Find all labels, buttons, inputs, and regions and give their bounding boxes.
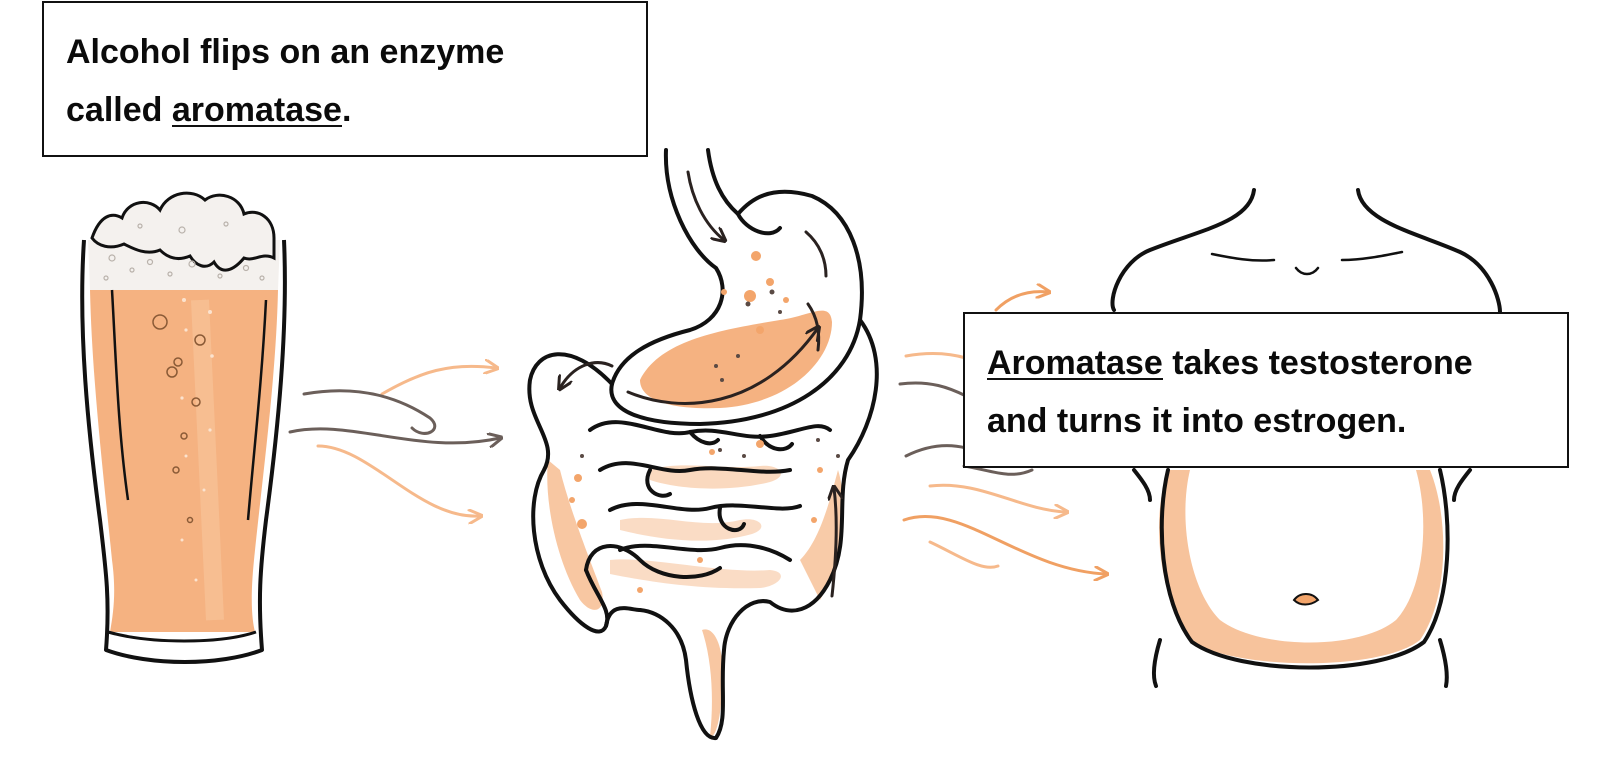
caption-line-2-prefix: called xyxy=(66,91,172,129)
flow-arrow-icon xyxy=(288,366,500,516)
caption-line-2: called aromatase. xyxy=(66,81,646,139)
term-aromatase: Aromatase xyxy=(987,344,1163,382)
term-aromatase: aromatase xyxy=(171,91,342,129)
caption-line-1: Alcohol flips on an enzyme xyxy=(66,33,505,71)
digestive-tract-icon xyxy=(527,148,879,740)
male-torso-icon xyxy=(1110,188,1502,688)
caption-alcohol-aromatase: Alcohol flips on an enzyme called aromat… xyxy=(42,1,648,157)
caption-line-1-suffix: takes testosterone xyxy=(1162,344,1473,382)
caption-aromatase-estrogen: Aromatase takes testosterone and turns i… xyxy=(963,312,1569,468)
caption-line-2-suffix: . xyxy=(341,91,352,129)
beer-glass-icon xyxy=(80,191,287,664)
caption-line-1: Aromatase takes testosterone xyxy=(987,334,1567,392)
caption-line-2: and turns it into estrogen. xyxy=(987,402,1407,440)
